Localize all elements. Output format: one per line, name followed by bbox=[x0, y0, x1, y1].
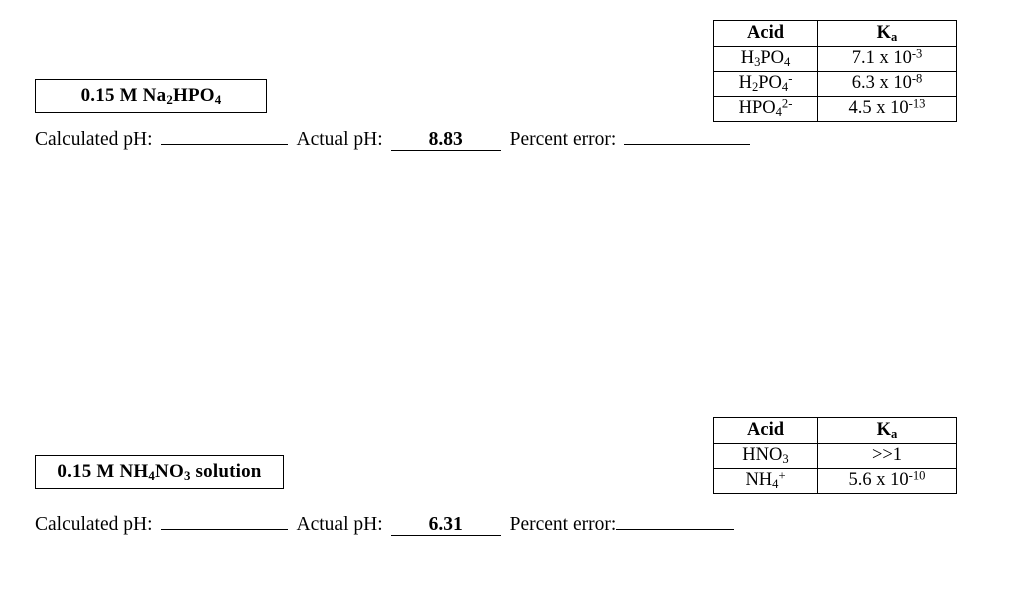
actual-ph-label-1: Actual pH: bbox=[296, 129, 383, 150]
ka-table-2: Acid Ka HNO3 >>1 NH4+ 5.6 x 10-10 bbox=[713, 417, 957, 494]
percent-error-label-2: Percent error: bbox=[509, 514, 617, 535]
cell-acid: H2PO4- bbox=[713, 71, 818, 97]
calculated-ph-blank-2[interactable] bbox=[160, 509, 288, 530]
cell-acid: HNO3 bbox=[713, 443, 818, 469]
actual-ph-blank-2[interactable]: 6.31 bbox=[390, 515, 501, 536]
cell-ka: 4.5 x 10-13 bbox=[817, 96, 957, 122]
ka-table-1: Acid Ka H3PO4 7.1 x 10-3 H2PO4- 6.3 x 10… bbox=[713, 20, 957, 122]
table-row: H3PO4 7.1 x 10-3 bbox=[713, 46, 957, 72]
percent-error-blank-1[interactable] bbox=[624, 124, 751, 145]
table-row: NH4+ 5.6 x 10-10 bbox=[713, 468, 957, 494]
column-header-ka: Ka bbox=[817, 20, 957, 47]
column-header-acid: Acid bbox=[713, 20, 818, 47]
cell-ka: >>1 bbox=[817, 443, 957, 469]
cell-ka: 7.1 x 10-3 bbox=[817, 46, 957, 72]
calculated-ph-label-2: Calculated pH: bbox=[35, 514, 153, 535]
actual-ph-label-2: Actual pH: bbox=[296, 514, 383, 535]
table-header-row: Acid Ka bbox=[713, 20, 957, 47]
cell-ka: 5.6 x 10-10 bbox=[817, 468, 957, 494]
cell-ka: 6.3 x 10-8 bbox=[817, 71, 957, 97]
answer-row-1: Calculated pH: Actual pH: 8.83 Percent e… bbox=[35, 124, 751, 151]
calculated-ph-blank-1[interactable] bbox=[160, 124, 288, 145]
solution-label-text-1: 0.15 M Na2HPO4 bbox=[80, 85, 222, 108]
table-row: HNO3 >>1 bbox=[713, 443, 957, 469]
cell-acid: HPO42- bbox=[713, 96, 818, 122]
table-row: HPO42- 4.5 x 10-13 bbox=[713, 96, 957, 122]
solution-label-text-2: 0.15 M NH4NO3 solution bbox=[57, 461, 262, 484]
table-header-row: Acid Ka bbox=[713, 417, 957, 444]
answer-row-2: Calculated pH: Actual pH: 6.31 Percent e… bbox=[35, 509, 735, 536]
column-header-acid: Acid bbox=[713, 417, 818, 444]
solution-label-box-1: 0.15 M Na2HPO4 bbox=[35, 79, 267, 113]
percent-error-blank-2[interactable] bbox=[616, 509, 735, 530]
cell-acid: NH4+ bbox=[713, 468, 818, 494]
table-row: H2PO4- 6.3 x 10-8 bbox=[713, 71, 957, 97]
actual-ph-blank-1[interactable]: 8.83 bbox=[390, 130, 501, 151]
calculated-ph-label-1: Calculated pH: bbox=[35, 129, 153, 150]
percent-error-label-1: Percent error: bbox=[509, 129, 617, 150]
cell-acid: H3PO4 bbox=[713, 46, 818, 72]
solution-label-box-2: 0.15 M NH4NO3 solution bbox=[35, 455, 284, 489]
column-header-ka: Ka bbox=[817, 417, 957, 444]
